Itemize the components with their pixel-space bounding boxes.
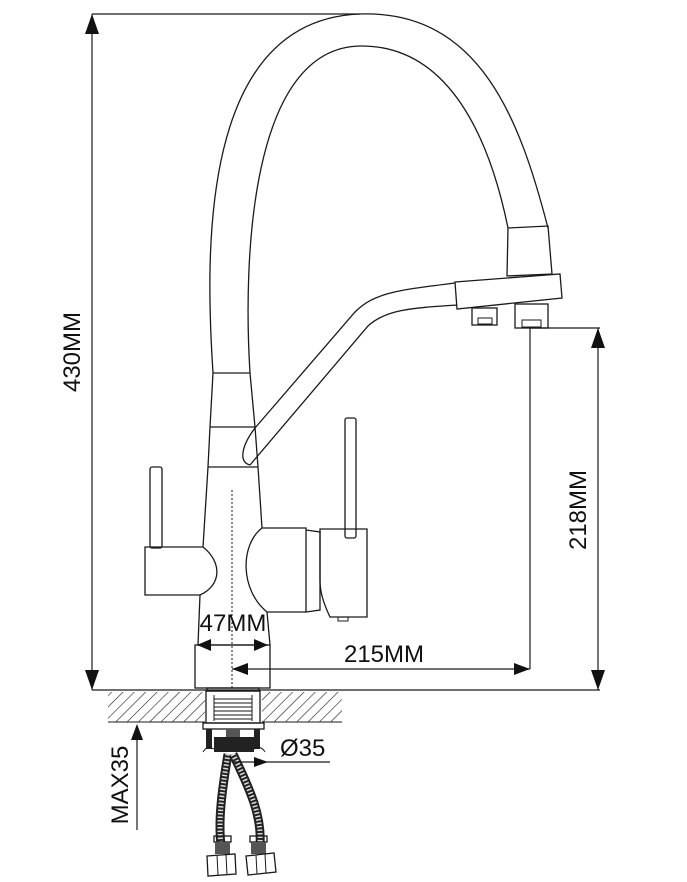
- filter-spout: [242, 282, 458, 466]
- dimension-label-430: 430MM: [59, 312, 86, 392]
- dimension-hole-35: Ø35: [232, 735, 330, 767]
- dimension-430: 430MM: [59, 13, 360, 690]
- dimension-215: 215MM: [232, 327, 600, 675]
- gooseneck: [209, 13, 549, 374]
- mounting-nut: [202, 722, 266, 753]
- dimension-label-218: 218MM: [565, 470, 592, 550]
- dimension-max35: MAX35: [107, 724, 143, 830]
- countertop-section: [108, 692, 342, 723]
- dimension-label-hole: Ø35: [280, 735, 325, 762]
- right-lever: [245, 417, 368, 622]
- dimension-label-max35: MAX35: [107, 746, 134, 825]
- dimension-label-47: 47MM: [200, 610, 267, 637]
- faucet-body: [197, 372, 271, 690]
- supply-hoses: [206, 752, 277, 877]
- threaded-shank: [205, 690, 261, 724]
- dimension-label-215: 215MM: [344, 641, 424, 668]
- spray-head: [454, 225, 563, 329]
- dimension-47: 47MM: [197, 610, 268, 651]
- left-lever: [144, 466, 218, 596]
- dimension-218: 218MM: [565, 328, 605, 690]
